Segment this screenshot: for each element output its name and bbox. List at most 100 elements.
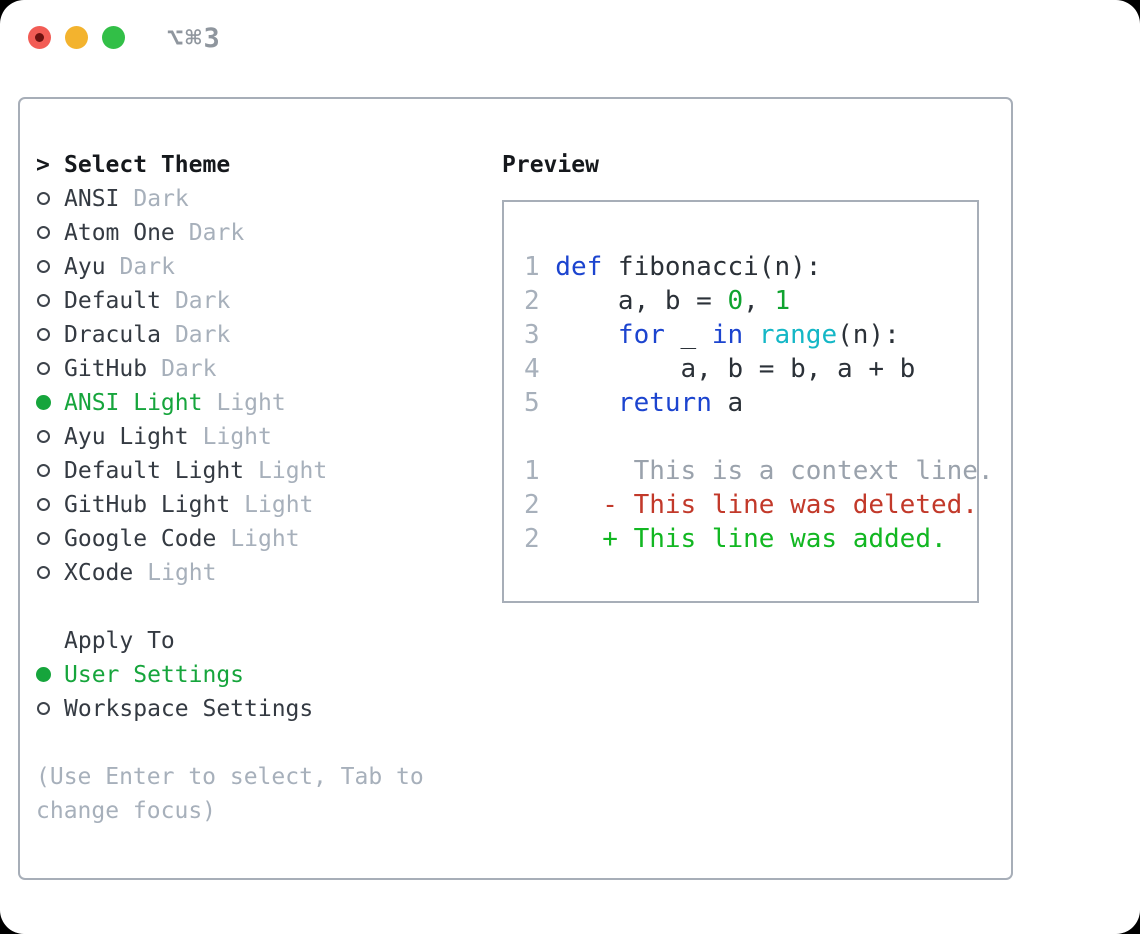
apply-to-indent xyxy=(36,624,64,658)
radio-icon[interactable] xyxy=(37,260,50,273)
radio-cell xyxy=(36,522,64,556)
radio-cell xyxy=(36,182,64,216)
code-token: , xyxy=(743,286,775,316)
radio-cell xyxy=(36,658,64,692)
line-number: 3 xyxy=(524,320,540,350)
line-number: 2 xyxy=(524,286,540,316)
code-token: (n): xyxy=(837,320,900,350)
diff-text: This is a context line. xyxy=(555,456,994,486)
theme-variant: Dark xyxy=(133,186,189,212)
radio-selected-icon[interactable] xyxy=(36,667,51,682)
code-token: a xyxy=(711,388,744,418)
diff-text: - This line was deleted. xyxy=(555,490,978,520)
radio-icon[interactable] xyxy=(37,192,50,205)
close-dot-icon xyxy=(35,33,44,42)
minimize-button[interactable] xyxy=(65,26,88,49)
theme-name: Default Light xyxy=(64,458,245,484)
theme-variant: Dark xyxy=(188,220,245,246)
diff-line: 2 - This line was deleted. xyxy=(524,488,978,522)
code-token: def xyxy=(555,252,603,282)
radio-icon[interactable] xyxy=(37,328,50,341)
radio-icon[interactable] xyxy=(37,294,50,307)
radio-selected-icon[interactable] xyxy=(36,395,51,410)
radio-icon[interactable] xyxy=(37,226,50,239)
theme-option-row[interactable]: Default Light Light xyxy=(36,454,476,488)
code-token: a, b = xyxy=(555,286,728,316)
code-token xyxy=(555,318,618,352)
theme-variant: Light xyxy=(244,492,314,518)
line-number: 2 xyxy=(524,490,540,520)
radio-cell xyxy=(36,420,64,454)
close-button[interactable] xyxy=(28,26,51,49)
radio-icon[interactable] xyxy=(37,498,50,511)
theme-name: Ayu xyxy=(64,254,106,280)
theme-option-row[interactable]: GitHub Light Light xyxy=(36,488,476,522)
theme-name: Google Code xyxy=(64,526,217,552)
radio-cell xyxy=(36,556,64,590)
diff-text: + This line was added. xyxy=(555,524,947,554)
titlebar: ⌥⌘3 xyxy=(0,0,1140,97)
code-line: 5 return a xyxy=(524,386,967,420)
code-line: 3 for _ in range(n): xyxy=(524,318,967,352)
theme-option-row[interactable]: Google Code Light xyxy=(36,522,476,556)
code-token: 1 xyxy=(774,286,791,316)
radio-cell xyxy=(36,250,64,284)
code-token: for xyxy=(617,320,665,350)
cursor-prompt: > xyxy=(36,152,50,178)
select-theme-header: > Select Theme xyxy=(36,148,476,182)
radio-icon[interactable] xyxy=(37,464,50,477)
apply-option-label: User Settings xyxy=(64,662,245,688)
diff-sample: 1 This is a context line.2 - This line w… xyxy=(524,454,994,556)
theme-variant: Light xyxy=(258,458,328,484)
radio-icon[interactable] xyxy=(37,430,50,443)
code-token: 0 xyxy=(727,286,744,316)
radio-cell xyxy=(36,284,64,318)
radio-cell xyxy=(36,386,64,420)
radio-icon[interactable] xyxy=(37,532,50,545)
radio-icon[interactable] xyxy=(37,362,50,375)
diff-line: 1 This is a context line. xyxy=(524,454,994,488)
line-number: 4 xyxy=(524,354,540,384)
code-token: return xyxy=(617,388,712,418)
theme-name: XCode xyxy=(64,560,134,586)
spacer xyxy=(36,590,476,624)
code-line: 2 a, b = 0, 1 xyxy=(524,284,967,318)
code-token: in xyxy=(711,320,744,350)
code-token xyxy=(743,318,759,352)
apply-to-title: Apply To xyxy=(64,628,175,654)
theme-variant: Dark xyxy=(161,356,217,382)
select-theme-title: Select Theme xyxy=(64,152,231,178)
radio-cell xyxy=(36,488,64,522)
theme-variant: Light xyxy=(147,560,217,586)
spacer xyxy=(524,420,967,454)
apply-to-header: Apply To xyxy=(36,624,476,658)
theme-variant: Light xyxy=(230,526,300,552)
code-token: fibonacci(n): xyxy=(602,252,822,282)
radio-cell xyxy=(36,216,64,250)
theme-option-row[interactable]: XCode Light xyxy=(36,556,476,590)
line-number: 1 xyxy=(524,456,540,486)
radio-icon[interactable] xyxy=(37,566,50,579)
apply-option-row[interactable]: User Settings xyxy=(36,658,476,692)
radio-cell xyxy=(36,454,64,488)
maximize-button[interactable] xyxy=(102,26,125,49)
line-number: 2 xyxy=(524,524,540,554)
code-line: 4 a, b = b, a + b xyxy=(524,352,967,386)
code-token: range xyxy=(758,320,838,350)
apply-option-row[interactable]: Workspace Settings xyxy=(36,692,476,726)
preview-title: Preview xyxy=(502,152,599,178)
theme-name: GitHub Light xyxy=(64,492,231,518)
code-token: _ xyxy=(664,320,712,350)
radio-icon[interactable] xyxy=(37,702,50,715)
